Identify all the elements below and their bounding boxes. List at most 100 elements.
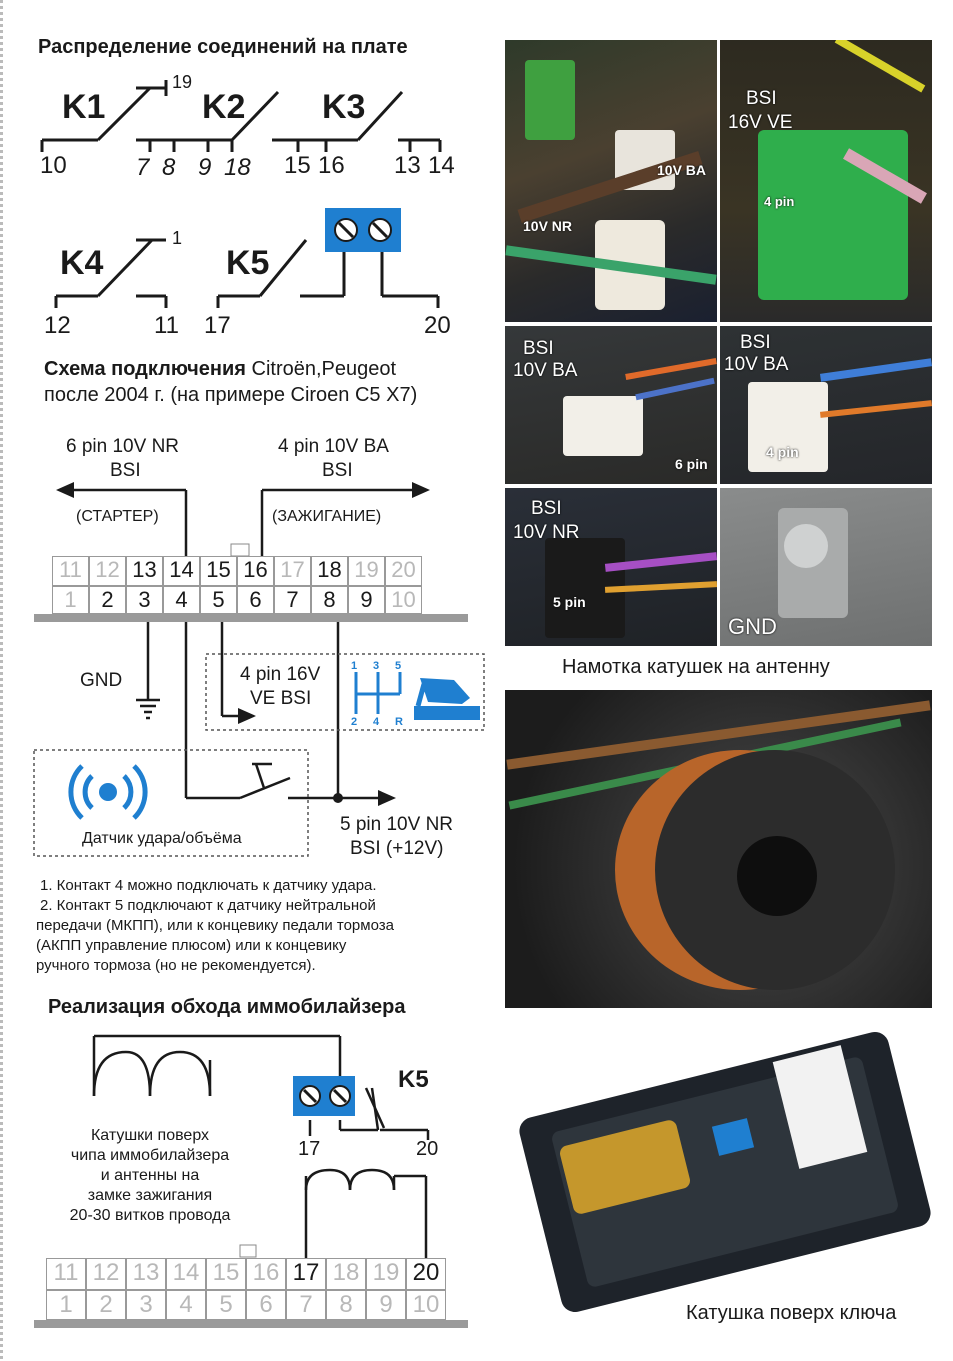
- photo-label: 4 pin: [764, 194, 795, 209]
- pin-cell: 13: [126, 556, 163, 586]
- connector-top-row: 11 12 13 14 15 16 17 18 19 20: [52, 556, 422, 586]
- pin-label: 9: [198, 154, 212, 181]
- photo-label: BSI: [746, 88, 777, 109]
- pin-cell: 17: [274, 556, 311, 586]
- pin-label: 16: [318, 152, 345, 179]
- photo-label: 4 pin: [766, 444, 799, 460]
- right-wire-label-2: BSI: [322, 460, 353, 481]
- photo-bsi-connectors: 10V BA 10V NR: [505, 40, 717, 322]
- pin-cell: 8: [326, 1290, 366, 1320]
- left-wire-label-2: BSI: [110, 460, 141, 481]
- pin-cell: 3: [126, 1290, 166, 1320]
- pin-cell: 20: [406, 1258, 446, 1290]
- photo-6pin: BSI 10V BA 6 pin: [505, 326, 717, 484]
- coil-line: 20-30 витков провода: [69, 1207, 231, 1224]
- relay-k3: K3: [322, 88, 366, 126]
- pin-cell: 7: [274, 586, 311, 614]
- photo-label: GND: [728, 614, 777, 639]
- pin-cell: 8: [311, 586, 348, 614]
- pin-label: 1: [172, 228, 183, 248]
- connector-bottom-row: 1 2 3 4 5 6 7 8 9 10: [52, 586, 422, 614]
- pin-cell: 17: [286, 1258, 326, 1290]
- pin-cell: 12: [86, 1258, 126, 1290]
- coil-line: Катушки поверх: [90, 1127, 210, 1144]
- left-wire-label: 6 pin 10V NR: [66, 436, 180, 457]
- shock-sensor-icon: [68, 764, 148, 820]
- pin-cell: 9: [366, 1290, 406, 1320]
- pin-cell: 18: [326, 1258, 366, 1290]
- pin-label: 7: [136, 154, 150, 181]
- photo-label: 10V NR: [523, 218, 573, 234]
- starter-label: (СТАРТЕР): [76, 508, 159, 525]
- photo-4pin: BSI 10V BA 4 pin: [720, 326, 932, 484]
- note-line: (АКПП управление плюсом) или к концевику: [36, 937, 347, 954]
- pin-cell: 2: [89, 586, 126, 614]
- pin-label: 17: [204, 312, 231, 339]
- note-line: 1. Контакт 4 можно подключать к датчику …: [40, 877, 377, 894]
- pin-label: 8: [162, 154, 176, 181]
- photo-device: [505, 1012, 932, 1312]
- wiring-diagram: [33, 80, 485, 1328]
- pin-cell: 5: [206, 1290, 246, 1320]
- note-line: ручного тормоза (но не рекомендуется).: [36, 957, 316, 974]
- pedal-icon: [414, 678, 480, 720]
- photo-label: BSI: [523, 338, 554, 359]
- pin-cell: 15: [206, 1258, 246, 1290]
- pin-cell: 10: [406, 1290, 446, 1320]
- pin-cell: 14: [166, 1258, 206, 1290]
- page-edge: [0, 0, 3, 1361]
- pin-cell: 6: [237, 586, 274, 614]
- photo-label: 10V BA: [657, 162, 707, 178]
- pin-label: 14: [428, 152, 455, 179]
- pin-cell: 11: [52, 556, 89, 586]
- pin-label: 13: [394, 152, 421, 179]
- pin-cell: 6: [246, 1290, 286, 1320]
- immo-connector-bottom: 1 2 3 4 5 6 7 8 9 10: [46, 1290, 446, 1320]
- pin-cell: 19: [366, 1258, 406, 1290]
- coil-text: Катушки поверх чипа иммобилайзера и анте…: [40, 1126, 260, 1226]
- note-line: 2. Контакт 5 подключают к датчику нейтра…: [40, 897, 376, 914]
- photo-gnd: GND: [720, 488, 932, 646]
- immo-connector-top: 11 12 13 14 15 16 17 18 19 20: [46, 1258, 446, 1290]
- ve-label-2: VE BSI: [250, 688, 312, 709]
- pin-label: 18: [224, 154, 251, 181]
- pin-cell: 12: [89, 556, 126, 586]
- pin-cell: 9: [348, 586, 385, 614]
- photo-label: 10V NR: [513, 522, 580, 543]
- relay-k1: K1: [62, 88, 106, 126]
- photo-label: 6 pin: [675, 456, 708, 472]
- pin-label: 11: [154, 312, 179, 339]
- pin-cell: 16: [246, 1258, 286, 1290]
- gear-label: 3: [373, 660, 380, 672]
- pin-cell: 3: [126, 586, 163, 614]
- coil-line: чипа иммобилайзера: [70, 1147, 230, 1164]
- photo-label: 10V BA: [513, 360, 578, 381]
- photo-label: 5 pin: [553, 594, 586, 610]
- immo-pin-17: 17: [298, 1138, 321, 1160]
- pin-cell: 1: [46, 1290, 86, 1320]
- relay-k2: K2: [202, 88, 246, 126]
- pin-label: 10: [40, 152, 67, 179]
- pin-cell: 20: [385, 556, 422, 586]
- pin-cell: 11: [46, 1258, 86, 1290]
- photo-bsi-16v: BSI 16V VE 4 pin: [720, 40, 932, 322]
- immo-pin-20: 20: [416, 1138, 439, 1160]
- immo-title: Реализация обхода иммобилайзера: [48, 996, 406, 1018]
- pin-label: 19: [172, 72, 193, 92]
- caption-key: Катушка поверх ключа: [686, 1302, 897, 1324]
- pin-cell: 14: [163, 556, 200, 586]
- right-wire-label: 4 pin 10V BA: [278, 436, 389, 457]
- coil-line: и антенны на: [100, 1167, 200, 1184]
- caption-coil: Намотка катушек на антенну: [562, 656, 830, 678]
- pin-cell: 18: [311, 556, 348, 586]
- ve-label-1: 4 pin 16V: [240, 664, 321, 685]
- notes: 1. Контакт 4 можно подключать к датчику …: [36, 876, 394, 976]
- pin-label: 15: [284, 152, 311, 179]
- gear-label: 2: [351, 716, 358, 728]
- gear-label: 4: [373, 716, 380, 728]
- pin-label: 20: [424, 312, 451, 339]
- pin-cell: 15: [200, 556, 237, 586]
- photo-label: 10V BA: [724, 354, 789, 375]
- relay-k4: K4: [60, 244, 104, 282]
- immo-relay: K5: [398, 1066, 429, 1093]
